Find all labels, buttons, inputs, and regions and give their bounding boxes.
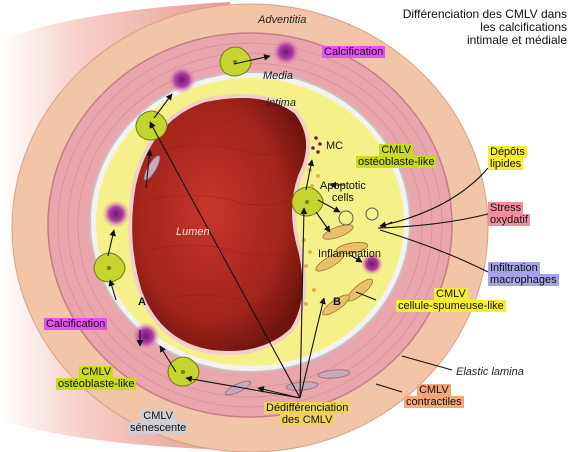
spumeuse-tag-line: cellule-spumeuse-like [396, 300, 506, 312]
cmlv-spumeuse-label: CMLV cellule-spumeuse-like [396, 288, 506, 312]
dediff-tag-line: Dédifférenciation [264, 402, 351, 414]
lipid-dots [302, 168, 320, 306]
media-label: Media [263, 70, 293, 82]
factor-lines [355, 167, 489, 393]
osteoblast-tag-line: CMLV [379, 144, 414, 156]
osteoblast-tag-line: ostéoblaste-like [356, 156, 437, 168]
senescente-tag-line: CMLV [141, 410, 175, 422]
depots-tag-line: lipides [488, 158, 524, 170]
differentiation-arrows [107, 54, 363, 373]
mc-label: MC [326, 140, 344, 152]
stress-oxydatif-label: Stress oxydatif [488, 202, 530, 226]
cmlv-contractiles-label: CMLV contractiles [404, 384, 464, 408]
calcification-blob [102, 200, 130, 228]
intima-label: Intima [266, 97, 296, 109]
spumeuse-tag-line: CMLV [434, 288, 468, 300]
calcification-tag: Calcification [322, 46, 386, 58]
cmlv-senescente-label: CMLV sénescente [128, 410, 189, 434]
dedifferentiation-arrows [149, 121, 326, 399]
calcification-blob [168, 66, 196, 94]
region-b-label: B [333, 296, 341, 308]
figure-title: Différenciation des CMLV dans les calcif… [403, 8, 567, 47]
dediff-tag-line: des CMLV [279, 414, 335, 426]
region-a-label: A [138, 296, 146, 308]
osteoblast-tag-line: ostéoblaste-like [56, 378, 137, 390]
contractile-cells [143, 155, 351, 396]
calcification-blob [272, 38, 300, 66]
apoptotic-label: Apoptotic cells [320, 180, 366, 204]
foam-cells [315, 224, 374, 316]
depots-tag-line: Dépôts [488, 146, 527, 158]
stress-tag-line: Stress [488, 202, 524, 214]
apoptotic-line: Apoptotic [320, 180, 366, 192]
calcification-label-left: Calcification [44, 318, 108, 330]
inflammation-label: Inflammation [318, 248, 381, 260]
calcification-tag: Calcification [44, 318, 108, 330]
lumen-label: Lumen [176, 226, 210, 238]
contractiles-tag-line: CMLV [416, 384, 451, 396]
adventitia-label: Adventitia [258, 14, 307, 26]
mc-dots [311, 136, 322, 154]
calcification-blob [360, 252, 384, 276]
stress-tag-line: oxydatif [488, 214, 530, 226]
osteoblast-tag-line: CMLV [79, 366, 114, 378]
infiltration-macrophages-label: Infiltration macrophages [488, 262, 559, 286]
title-line: Différenciation des CMLV dans [402, 7, 567, 21]
title-line: intimale et médiale [466, 33, 567, 47]
lumen [128, 94, 311, 356]
depots-lipides-label: Dépôts lipides [488, 146, 527, 170]
lumen-texture [149, 144, 296, 306]
calcification-label-top: Calcification [322, 46, 386, 58]
apoptotic-line: cells [331, 192, 354, 204]
cmlv-osteoblast-media-label: CMLV ostéoblaste-like [56, 366, 137, 390]
apoptotic-cells [338, 207, 379, 226]
contractiles-tag-line: contractiles [404, 396, 464, 408]
infiltration-tag-line: macrophages [488, 274, 559, 286]
cmlv-osteoblast-intima-label: CMLV ostéoblaste-like [356, 144, 437, 168]
infiltration-tag-line: Infiltration [488, 262, 540, 274]
title-line: les calcifications [480, 20, 567, 34]
senescente-tag-line: sénescente [128, 422, 189, 434]
elastic-lamina-label: Elastic lamina [456, 366, 524, 378]
dedifferentiation-label: Dédifférenciation des CMLV [264, 402, 351, 426]
calcification-blob [132, 322, 160, 350]
